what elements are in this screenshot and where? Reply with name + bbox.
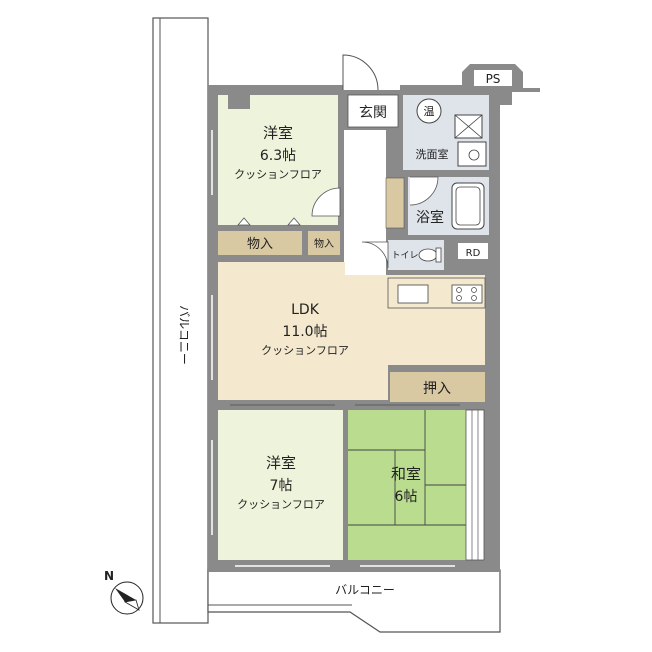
room1-door-swing bbox=[311, 187, 341, 217]
ps-label: PS bbox=[486, 72, 501, 86]
room2-floor: クッションフロア bbox=[237, 498, 325, 511]
washroom-label: 洗面室 bbox=[416, 147, 449, 161]
bathtub bbox=[451, 182, 485, 230]
side-balcony bbox=[152, 17, 209, 624]
ldk-floor: クッションフロア bbox=[261, 344, 349, 357]
side-balcony-label: バルコニー bbox=[177, 305, 191, 365]
entrance bbox=[347, 94, 399, 128]
ps-inner bbox=[474, 70, 512, 86]
closet-2 bbox=[308, 231, 340, 255]
room1-floor: クッションフロア bbox=[234, 168, 322, 181]
bottom-balcony bbox=[207, 569, 501, 633]
rd-label: RD bbox=[466, 248, 481, 259]
closet-1 bbox=[218, 231, 302, 255]
pillar bbox=[228, 95, 250, 109]
wash-basin bbox=[457, 141, 487, 167]
ldk-name: LDK bbox=[291, 302, 320, 318]
room1-size: 6.3帖 bbox=[260, 148, 296, 164]
bathroom-label: 浴室 bbox=[416, 209, 444, 226]
ldk bbox=[218, 262, 388, 400]
shelf bbox=[385, 177, 405, 229]
shoji bbox=[465, 409, 485, 561]
oshiire bbox=[390, 372, 485, 402]
ldk-size: 11.0帖 bbox=[282, 324, 327, 340]
tatami-lines bbox=[348, 410, 466, 526]
entrance-door-swing bbox=[342, 54, 379, 91]
bath-door-swing bbox=[409, 176, 439, 206]
compass: N bbox=[104, 569, 144, 615]
stove bbox=[451, 284, 483, 304]
entrance-label: 玄関 bbox=[359, 104, 387, 121]
room2-name: 洋室 bbox=[266, 454, 296, 472]
western-room-2 bbox=[218, 410, 343, 560]
rd-box bbox=[458, 243, 488, 259]
japanese-name: 和室 bbox=[391, 465, 421, 483]
room1-name: 洋室 bbox=[263, 124, 293, 142]
closet-door-mark bbox=[237, 217, 251, 226]
toilet-bowl bbox=[418, 248, 438, 262]
toilet-door-swing bbox=[361, 241, 389, 269]
closet-door-mark bbox=[287, 217, 301, 226]
japanese-size: 6帖 bbox=[395, 489, 418, 505]
compass-n-label: N bbox=[104, 569, 114, 583]
kitchen-sink bbox=[397, 284, 429, 304]
corridor bbox=[344, 130, 386, 275]
bottom-balcony-label: バルコニー bbox=[335, 583, 395, 597]
closet1-label: 物入 bbox=[247, 237, 273, 252]
oshiire-label: 押入 bbox=[423, 381, 451, 397]
toilet-label: トイレ bbox=[391, 251, 418, 261]
water-heater-label: 温 bbox=[424, 105, 435, 118]
closet2-label: 物入 bbox=[314, 237, 334, 250]
room2-size: 7帖 bbox=[270, 478, 293, 494]
water-heater bbox=[416, 98, 442, 124]
